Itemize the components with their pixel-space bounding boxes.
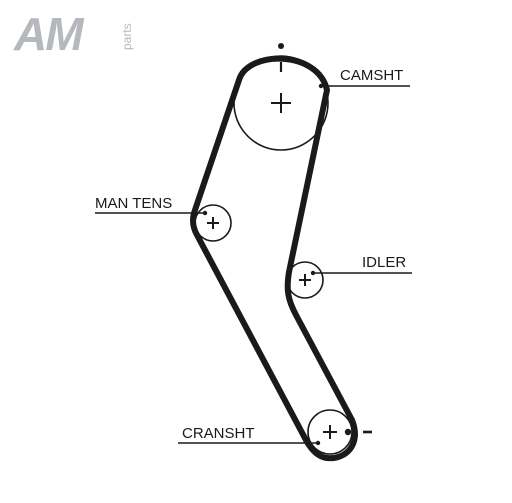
timing-belt bbox=[189, 55, 358, 462]
camshaft-timing-dot bbox=[278, 43, 284, 49]
manual-tensioner-pulley bbox=[194, 204, 232, 242]
idler-pulley bbox=[286, 261, 324, 299]
crankshaft-label: CRANSHT bbox=[182, 425, 255, 442]
manual-tensioner-label: MAN TENS bbox=[95, 195, 172, 212]
logo-text: AM bbox=[13, 8, 85, 60]
camshaft-pulley bbox=[233, 43, 329, 151]
crankshaft-pulley bbox=[307, 409, 372, 455]
leader-lines bbox=[95, 83, 412, 446]
camshaft-label: CAMSHT bbox=[340, 67, 403, 84]
idler-label: IDLER bbox=[362, 254, 406, 271]
crankshaft-timing-dot bbox=[344, 428, 352, 436]
brand-logo: AM parts bbox=[13, 8, 134, 60]
logo-subtext: parts bbox=[120, 23, 134, 50]
